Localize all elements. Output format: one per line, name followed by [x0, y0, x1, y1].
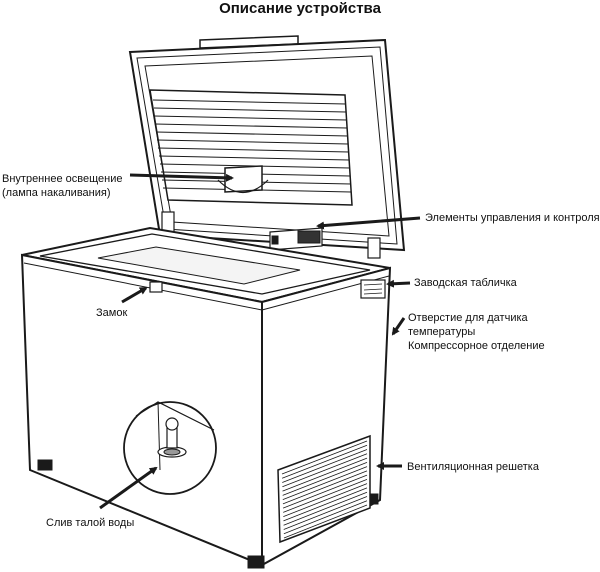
- callout-interior-light-line2: (лампа накаливания): [2, 187, 111, 199]
- arrow-drain: [99, 466, 158, 510]
- arrow-lock: [121, 286, 148, 304]
- grille-slat: [283, 483, 368, 518]
- grille-slat: [281, 444, 368, 479]
- grille-slat: [281, 440, 368, 475]
- grille-slat: [282, 470, 368, 505]
- grille-slat: [283, 496, 368, 530]
- callout-sensor-line1: Отверстие для датчика: [408, 312, 528, 324]
- callout-lock: Замок: [96, 307, 128, 319]
- arrow-sensor: [391, 317, 406, 336]
- drain-detail: [123, 401, 217, 495]
- callout-sensor-compressor: Отверстие для датчика температуры Компре…: [408, 311, 545, 353]
- grille-slat: [283, 479, 368, 513]
- grille-slat: [282, 474, 368, 509]
- callout-vent-grille: Вентиляционная решетка: [407, 461, 539, 473]
- arrow-controls: [316, 216, 421, 230]
- callout-interior-light: Внутреннее освещение (лампа накаливания): [2, 172, 122, 200]
- callout-arrows: [99, 173, 421, 510]
- vent-grille-drawing: [277, 434, 371, 544]
- callout-compressor: Компрессорное отделение: [408, 340, 545, 352]
- grille-slat: [282, 466, 368, 500]
- grille-slat: [282, 457, 368, 492]
- callout-rating-plate: Заводская табличка: [414, 277, 517, 289]
- freezer-lid: [128, 35, 406, 259]
- grille-slat: [282, 461, 368, 496]
- diagram-title: Описание устройства: [219, 0, 381, 17]
- grille-slat: [282, 453, 368, 488]
- callout-sensor-line2: температуры: [408, 326, 476, 338]
- grille-slat: [283, 504, 368, 539]
- arrow-interior-light: [129, 173, 234, 182]
- callout-interior-light-line1: Внутреннее освещение: [2, 173, 123, 185]
- grille-slat: [283, 487, 368, 522]
- grille-slat: [282, 449, 368, 483]
- callout-drain: Слив талой воды: [46, 517, 135, 529]
- arrow-rating-plate: [386, 279, 411, 288]
- grille-slat: [283, 491, 368, 526]
- control-panel: [269, 227, 323, 251]
- grille-slat: [283, 500, 368, 535]
- callout-controls: Элементы управления и контроля: [425, 212, 600, 224]
